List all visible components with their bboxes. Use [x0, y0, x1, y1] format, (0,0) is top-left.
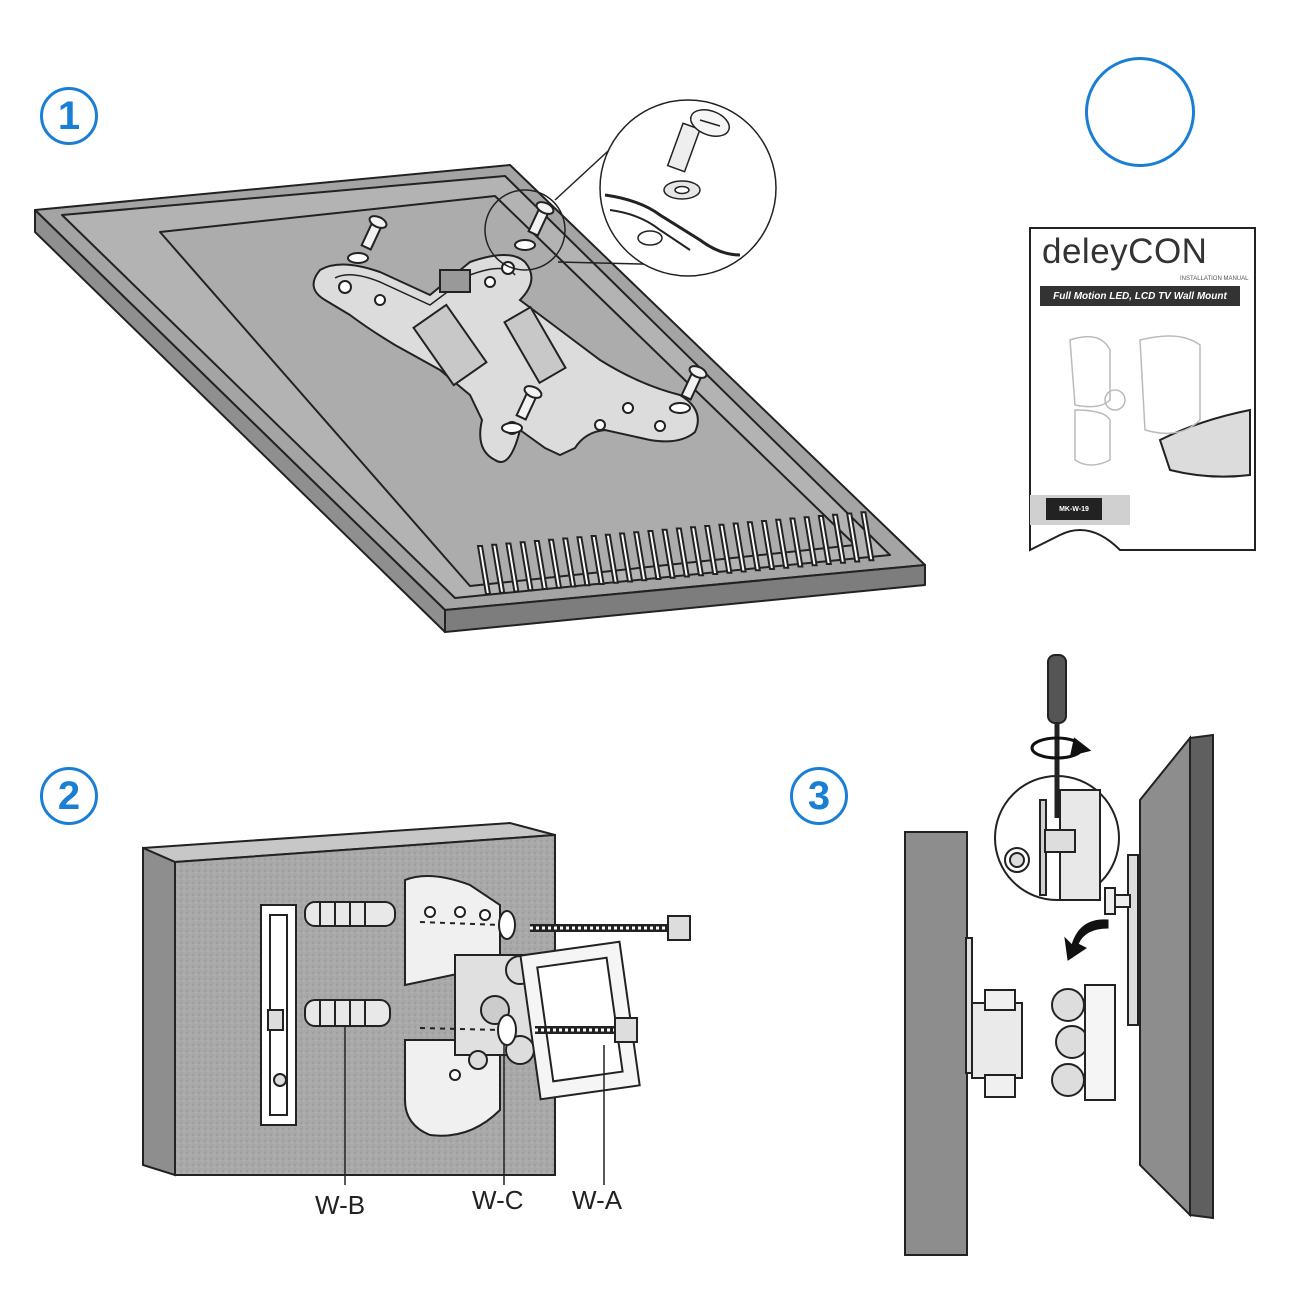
vent-slot	[831, 513, 847, 564]
vent-slot	[576, 536, 591, 587]
manual-model: MK-W-19	[1046, 498, 1102, 520]
vent-slot	[732, 522, 747, 573]
step3-tv-panel	[1127, 733, 1214, 1220]
step3-arm-assembly	[971, 984, 1116, 1101]
vent-slot	[817, 515, 832, 565]
vent-slot	[846, 512, 861, 563]
vent-slot	[803, 516, 818, 567]
vent-slot	[647, 530, 662, 580]
manual-subtitle: INSTALLATION MANUAL	[1180, 276, 1249, 282]
wall-anchors-bottom	[304, 999, 391, 1027]
step1-screws	[347, 201, 708, 434]
step1-detail-magnifier	[484, 99, 777, 277]
part-label-wb: W-B	[315, 1190, 366, 1220]
vent-slot	[661, 528, 676, 579]
vent-slot	[505, 542, 520, 593]
wall-anchors-top	[304, 901, 396, 927]
vent-slot	[689, 526, 705, 577]
part-label-wc: W-C	[472, 1185, 524, 1215]
wall-plate-bracket	[404, 875, 641, 1137]
vent-slot	[718, 523, 733, 574]
vent-slot	[491, 543, 506, 594]
vent-slot	[760, 520, 776, 570]
vent-slot	[704, 525, 719, 575]
vent-slot	[604, 533, 619, 584]
vent-slot	[519, 541, 534, 592]
manual-banner: Full Motion LED, LCD TV Wall Mount	[1040, 286, 1240, 306]
vent-slot	[618, 532, 634, 583]
vent-slot	[547, 538, 563, 589]
curved-arrow-icon	[1064, 919, 1109, 961]
vent-slot	[789, 517, 804, 568]
step1-vents	[476, 511, 875, 595]
part-leader-lines	[344, 1025, 605, 1185]
vent-slot	[476, 545, 492, 595]
step3-wall-section	[904, 831, 973, 1256]
dashed-guides	[419, 921, 501, 1031]
step-2-badge: 2	[40, 767, 98, 825]
step3-mount-screw	[1104, 887, 1131, 915]
step-1-badge: 1	[40, 87, 98, 145]
vent-slot	[533, 540, 548, 590]
spirit-level	[260, 904, 297, 1126]
vent-slot	[562, 537, 577, 588]
vent-slot	[590, 535, 605, 585]
washers	[497, 910, 517, 1046]
step-3-badge: 3	[790, 767, 848, 825]
vent-slot	[860, 511, 875, 562]
vent-slot	[775, 518, 790, 569]
step3-detail-magnifier	[994, 775, 1120, 901]
lag-screws	[530, 915, 691, 1043]
part-label-wa: W-A	[572, 1185, 623, 1215]
rotate-arrow-icon	[1030, 736, 1092, 760]
vent-slot	[675, 527, 690, 578]
vent-slot	[633, 531, 648, 582]
tools-badge	[1085, 57, 1195, 167]
manual-brand: deleyCON	[1042, 232, 1208, 271]
vent-slot	[746, 521, 761, 572]
